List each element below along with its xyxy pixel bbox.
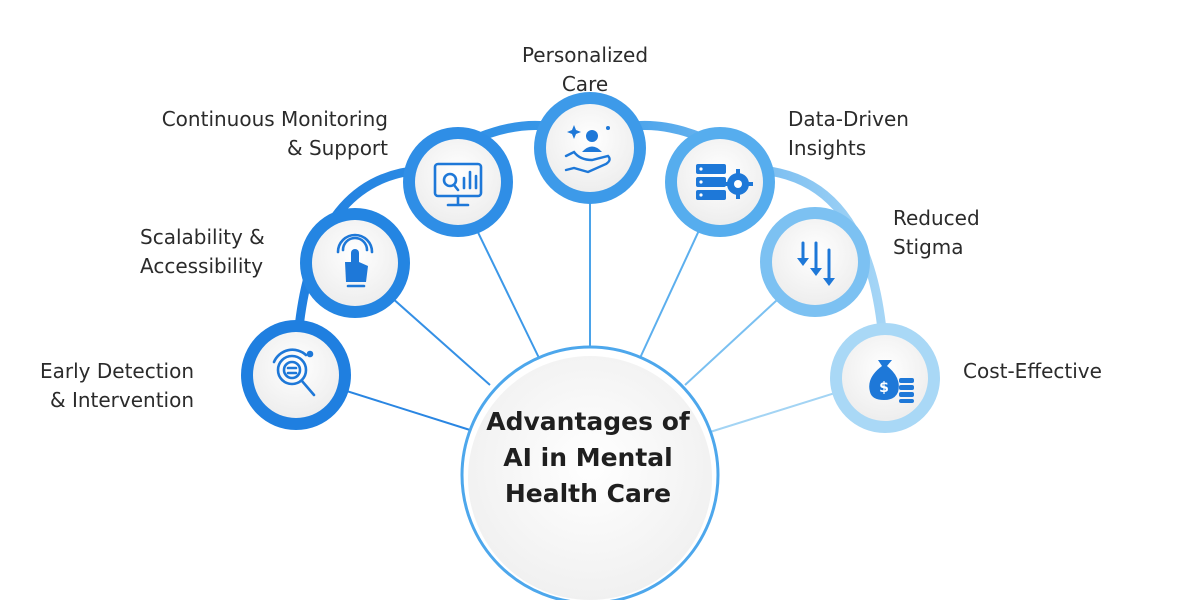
label-line: Early Detection <box>40 359 195 383</box>
label-scalability: Scalability & Accessibility <box>140 223 265 281</box>
label-line: Continuous Monitoring <box>161 107 388 131</box>
node-early-detection <box>241 320 351 430</box>
label-reduced-stigma: Reduced Stigma <box>893 204 980 262</box>
label-line: Cost-Effective <box>963 359 1102 383</box>
center-title-line: Health Care <box>504 479 672 508</box>
label-line: Accessibility <box>140 254 264 278</box>
label-line: Insights <box>788 136 867 160</box>
money-bag-coins-icon: $ <box>869 360 914 403</box>
node-cost-effective: $ <box>830 323 940 433</box>
label-line: Care <box>561 72 609 96</box>
label-line: Scalability & <box>140 225 265 249</box>
center-title: Advantages of AI in Mental Health Care <box>462 404 714 512</box>
label-line: & Support <box>286 136 388 160</box>
center-node <box>460 345 720 600</box>
node-personalized-care <box>534 92 646 204</box>
server-gear-icon <box>696 164 753 200</box>
label-line: Reduced <box>893 206 980 230</box>
down-arrows-icon <box>797 241 835 286</box>
label-line: Personalized <box>521 43 649 67</box>
label-early-detection: Early Detection & Intervention <box>34 357 194 415</box>
label-line: & Intervention <box>50 388 195 412</box>
hand-pointer-touch-icon <box>336 233 374 288</box>
label-continuous-monitoring: Continuous Monitoring & Support <box>124 105 388 163</box>
center-title-line: Advantages of <box>486 407 690 436</box>
node-reduced-stigma <box>760 207 870 317</box>
center-title-line: AI in Mental <box>503 443 673 472</box>
monitor-chart-icon <box>433 162 483 207</box>
node-scalability <box>300 208 410 318</box>
label-data-driven: Data-Driven Insights <box>788 105 909 163</box>
label-line: Data-Driven <box>788 107 909 131</box>
label-line: Stigma <box>893 235 964 259</box>
node-data-driven-insights <box>665 127 775 237</box>
node-continuous-monitoring <box>403 127 513 237</box>
label-cost-effective: Cost-Effective <box>963 357 1102 386</box>
svg-text:$: $ <box>879 380 889 396</box>
label-personalized-care: Personalized Care <box>490 41 680 99</box>
magnifier-search-icon <box>272 348 316 397</box>
hand-person-care-icon <box>564 125 611 174</box>
